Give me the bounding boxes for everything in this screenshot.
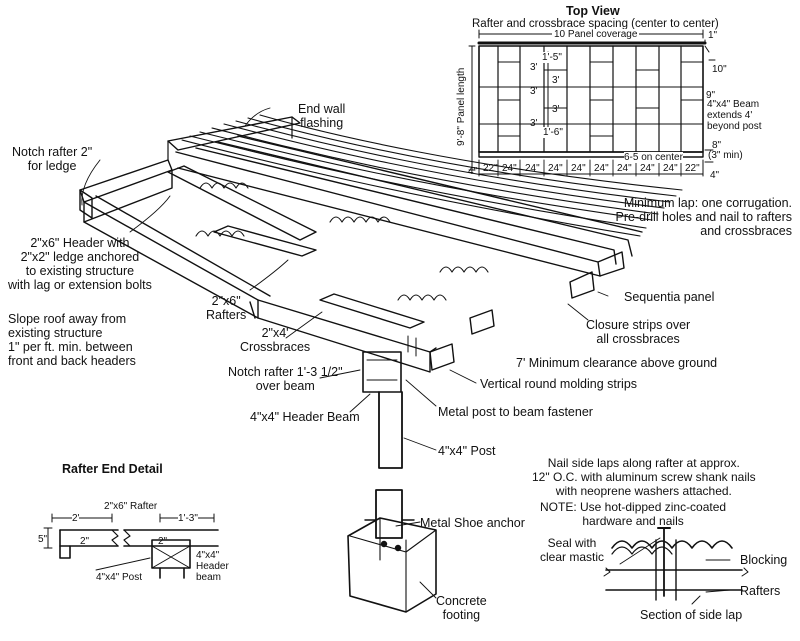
spacing-3: 24"	[548, 163, 563, 174]
spacing-0: 22"	[483, 163, 498, 174]
closure-strips-label: Closure strips over all crossbraces	[586, 318, 691, 346]
seal-mastic-label: Seal with clear mastic	[540, 536, 605, 564]
post-label: 4"x4" Post	[438, 444, 496, 458]
concrete-footing-label: Concrete footing	[436, 594, 487, 622]
panel-coverage-label: 10 Panel coverage	[552, 29, 640, 40]
dim-1-5: 1'-5"	[542, 52, 562, 63]
spacing-2: 24"	[525, 163, 540, 174]
top-view-grid	[468, 29, 716, 177]
top-view-title: Top View	[566, 4, 620, 18]
metal-shoe-label: Metal Shoe anchor	[420, 516, 525, 530]
spacing-6: 24"	[617, 163, 632, 174]
rafter-end-detail-title: Rafter End Detail	[62, 462, 163, 476]
spacing-8: 24"	[663, 163, 678, 174]
spacing-7: 24"	[640, 163, 655, 174]
top-view-subtitle: Rafter and crossbrace spacing (center to…	[472, 18, 719, 30]
section-side-lap-label: Section of side lap	[640, 608, 743, 622]
dim-10in: 10"	[712, 64, 727, 75]
sequentia-panel-label: Sequentia panel	[624, 290, 715, 304]
detail-post-label: 4"x4" Post	[96, 572, 143, 583]
beam-extends-note: 4"x4" Beam extends 4' beyond post	[707, 99, 762, 132]
rafter-end-detail	[43, 513, 219, 579]
crossbraces-label: 2"x4' Crossbraces	[240, 326, 311, 354]
detail-dim-2in-b: 2"	[158, 536, 168, 547]
dim-1-6: 1'-6"	[543, 127, 563, 138]
dim-3ft-c: 3'	[530, 86, 538, 97]
dim-8in: 8"	[712, 140, 722, 151]
dim-4in-right: 4"	[710, 170, 720, 181]
galvanized-note: NOTE: Use hot-dipped zinc-coated hardwar…	[540, 500, 727, 528]
detail-rafter-label: 2"x6" Rafter	[104, 501, 158, 512]
dim-3ft-d: 3'	[552, 104, 560, 115]
spacing-5: 24"	[594, 163, 609, 174]
slope-roof-label: Slope roof away from existing structure …	[8, 312, 136, 368]
leader-lines	[81, 107, 731, 599]
nail-side-laps-label: Nail side laps along rafter at approx. 1…	[532, 456, 756, 498]
detail-dim-2in-a: 2"	[80, 536, 90, 547]
post-fastener-label: Metal post to beam fastener	[438, 405, 593, 419]
post-and-footing	[347, 351, 437, 613]
header-beam-label: 4"x4" Header Beam	[250, 410, 360, 424]
min-clearance-label: 7' Minimum clearance above ground	[516, 356, 718, 370]
dim-3ft-a: 3'	[530, 62, 538, 73]
minimum-lap-label: Minimum lap: one corrugation. Pre-drill …	[615, 196, 792, 238]
dim-3min: (3" min)	[708, 150, 743, 161]
detail-dim-1-3: 1'-3"	[178, 513, 198, 524]
dim-1in: 1"	[708, 30, 718, 41]
vertical-molding-label: Vertical round molding strips	[480, 377, 638, 391]
side-lap-section	[603, 527, 749, 605]
on-center-label: 6-5 on center	[624, 152, 683, 163]
notch-rafter-beam-label: Notch rafter 1'-3 1/2" over beam	[228, 365, 343, 393]
rafters-label: 2"x6" Rafters	[206, 294, 247, 322]
spacing-1: 24"	[502, 163, 517, 174]
panel-length-label: 9'-8" Panel length	[456, 67, 467, 146]
detail-dim-2ft: 2'	[72, 513, 80, 524]
dim-4in-left: 4"	[468, 166, 478, 177]
rafters-side-label: Rafters	[740, 584, 781, 598]
dim-3ft-e: 3'	[530, 118, 538, 129]
spacing-4: 24"	[571, 163, 586, 174]
notch-rafter-ledge-label: Notch rafter 2" for ledge	[12, 145, 93, 173]
patio-structure	[79, 114, 683, 373]
detail-dim-5in: 5"	[38, 534, 48, 545]
spacing-9: 22"	[685, 163, 700, 174]
header-ledge-label: 2"x6" Header with 2"x2" ledge anchored t…	[8, 236, 152, 292]
detail-header-beam: 4"x4" Header beam	[196, 550, 229, 583]
dim-3ft-b: 3'	[552, 75, 560, 86]
end-wall-flashing-label: End wall flashing	[298, 102, 346, 130]
dim-9in: 9"	[706, 90, 716, 101]
blocking-label: Blocking	[740, 553, 788, 567]
